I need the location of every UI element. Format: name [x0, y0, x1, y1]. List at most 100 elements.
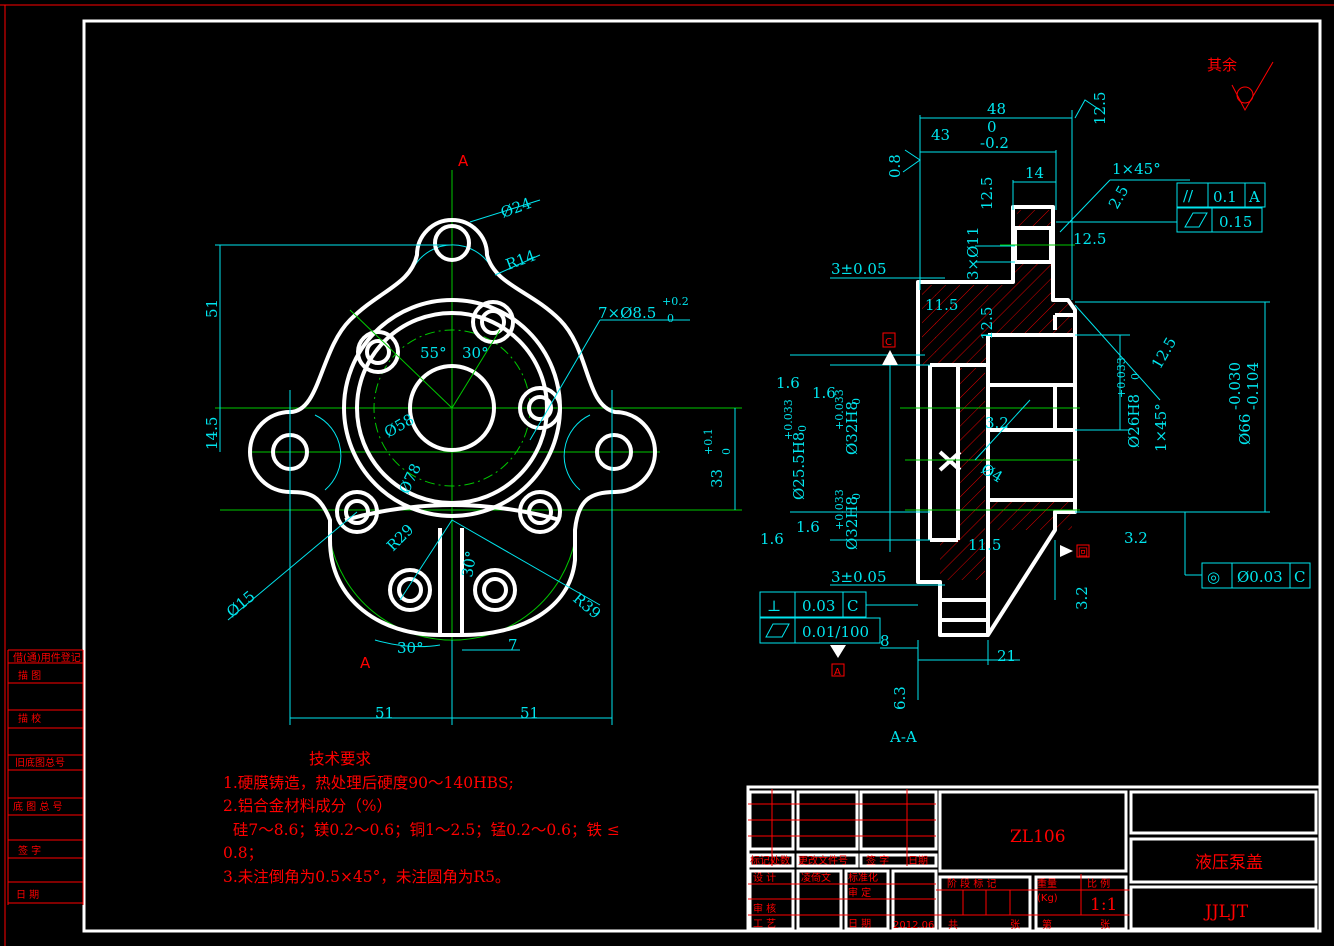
bolt-hole — [397, 577, 423, 603]
bolt-hole — [365, 339, 391, 365]
ra-125-b-label: 12.5 — [978, 177, 996, 210]
tech-line: 1.硬膜铸造，热处理后硬度90～140HBS; — [223, 773, 514, 792]
part-name: 液压泵盖 — [1195, 853, 1263, 873]
sidebar-label: 描 校 — [18, 712, 41, 725]
date-value-label: 2012.06 — [893, 920, 934, 931]
ra-63-label: 6.3 — [891, 686, 909, 710]
r29-label: R29 — [383, 521, 417, 555]
r-top-lug-label: R14 — [503, 246, 538, 273]
front-view — [215, 170, 742, 725]
change-doc-label: 更改文件号 — [798, 854, 848, 867]
bolt-hole — [482, 577, 508, 603]
d66-label: Ø66 — [1236, 414, 1254, 445]
fcf-parallel-symbol: // — [1183, 187, 1194, 205]
roughness-symbol-general — [1231, 61, 1274, 112]
section-title: A-A — [889, 728, 917, 746]
len-43-tol-low-label: -0.2 — [980, 134, 1009, 152]
scale-label-label: 比 例 — [1087, 877, 1110, 890]
chamfer-right-label: 1×45° — [1152, 403, 1170, 452]
tech-heading: 技术要求 — [309, 750, 372, 768]
sheet-frame — [0, 4, 1334, 946]
sheet-no-label: 第 — [1042, 918, 1052, 931]
bore-255-label: Ø25.5H8 — [790, 432, 808, 500]
thick-3b-label: 3±0.05 — [831, 568, 887, 586]
holes-tol-up-label: +0.2 — [662, 295, 689, 308]
datum-a: A — [834, 667, 841, 678]
center-lines — [215, 170, 742, 645]
bore-32b-low-label: 0 — [850, 493, 863, 500]
bore-26-up-label: +0.033 — [1115, 357, 1128, 398]
stage-label: 阶 段 标 记 — [947, 877, 997, 890]
sidebar-label: 日 期 — [16, 889, 39, 901]
bolt-hole-boss — [473, 568, 517, 612]
fcf-flatness2-tol: 0.01/100 — [802, 623, 869, 641]
ra-125-a-label: 12.5 — [1091, 92, 1109, 125]
bolt-hole — [480, 309, 506, 335]
fcf-parallel-tol: 0.1 — [1213, 188, 1237, 206]
len-8-label: 8 — [880, 632, 890, 650]
ra-125-c-label: 12.5 — [1073, 230, 1106, 248]
chamfer-top-label: 1×45° — [1112, 160, 1161, 178]
ra-16-d-label: 1.6 — [796, 518, 820, 536]
bolt-hole-boss — [518, 386, 562, 430]
front-dimension-lines — [215, 199, 736, 725]
weight-unit-label: (Kg) — [1037, 893, 1058, 904]
ra-125-d-label: 12.5 — [978, 307, 996, 340]
ra-16-a-label: 1.6 — [776, 374, 800, 392]
sidebar-label: 底 图 总 号 — [13, 800, 63, 813]
bolt-hole-boss — [356, 330, 400, 374]
offset-33-label: 33 — [708, 469, 726, 488]
section-mark-top: A — [458, 152, 469, 170]
sidebar-label: 旧底图总号 — [15, 756, 65, 769]
d66-up-label: -0.030 — [1226, 362, 1244, 410]
approve-label: 审 定 — [848, 886, 871, 899]
title-block — [746, 785, 1322, 933]
sidebar-label: 描 图 — [18, 669, 41, 682]
section-center-lines — [900, 244, 1080, 511]
len-14-label: 14 — [1025, 164, 1044, 182]
bore-255-up-label: +0.033 — [782, 399, 795, 440]
fcf-concentric-tol: Ø0.03 — [1237, 568, 1283, 586]
total-label: 共 — [948, 919, 958, 931]
mark-count-label: 标记处数 — [750, 854, 790, 867]
fcf-boxes — [759, 182, 1311, 677]
ra-125-e-label: 12.5 — [1148, 334, 1180, 372]
fcf-perp-symbol: ⊥ — [767, 597, 781, 615]
thick-3a-label: 3±0.05 — [831, 260, 887, 278]
bore-26-low-label: 0 — [1129, 373, 1142, 380]
datum-c: C — [885, 337, 892, 348]
height-51-label: 51 — [203, 299, 221, 318]
ra-25-label: 2.5 — [1105, 182, 1133, 212]
r39-label: R39 — [569, 589, 604, 622]
bore-255-low-label: 0 — [796, 425, 809, 432]
len-48-label: 48 — [987, 100, 1006, 118]
drawing-code: JJLJT — [1203, 902, 1249, 922]
ra-32-b-label: 3.2 — [1124, 529, 1148, 547]
bolt-hole-boss — [518, 490, 562, 534]
tech-line: 0.8； — [223, 844, 264, 862]
len-115b-label: 11.5 — [968, 536, 1001, 554]
standard-label: 标准化 — [848, 871, 878, 884]
fcf-flatness-tol: 0.15 — [1219, 213, 1252, 231]
designer-label: 凌倚文 — [801, 871, 831, 884]
offset-tol-up-label: +0.1 — [702, 428, 715, 455]
sidebar-table — [7, 649, 84, 905]
ra-16-b-label: 1.6 — [812, 384, 836, 402]
part-outline — [248, 218, 657, 637]
offset-tol-low-label: 0 — [720, 448, 733, 455]
section-mark-bottom: A — [360, 654, 371, 672]
bolt-hole — [527, 395, 553, 421]
other-roughness-note: 其余 — [1207, 56, 1237, 74]
bore-32a-label: Ø32H8 — [843, 401, 861, 455]
tech-line: 硅7～8.6；镁0.2～0.6；铜1～2.5；锰0.2～0.6；铁 ≤ — [223, 820, 620, 839]
weight-label: 重量 — [1037, 877, 1057, 890]
datum-b: 回 — [1078, 547, 1088, 559]
scale-label: 1:1 — [1090, 895, 1117, 915]
ra-08-label: 0.8 — [886, 154, 904, 178]
bore-32b-up-label: +0.033 — [833, 489, 846, 530]
sidebar-label: 签 字 — [18, 844, 41, 857]
ra-32-a-label: 3.2 — [985, 414, 1009, 432]
